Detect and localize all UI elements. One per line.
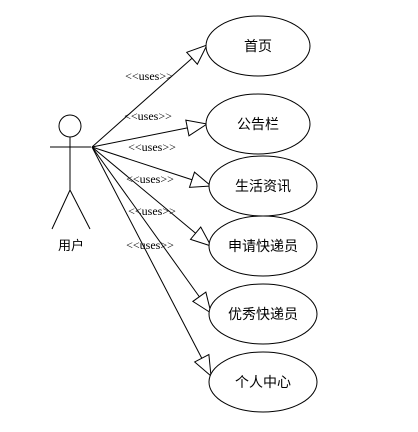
use-case-ellipse — [208, 283, 318, 345]
arrowhead-icon — [185, 44, 209, 66]
arrowhead-icon — [185, 119, 209, 137]
association-line — [91, 146, 200, 298]
actor — [50, 114, 91, 230]
use-case-ellipse — [205, 15, 311, 77]
arrowhead-icon — [191, 291, 212, 315]
stereotype-label: <<uses>> — [126, 238, 174, 252]
use-cases — [205, 15, 318, 413]
use-case-label: 首页 — [244, 39, 272, 55]
actor-name: 用户 — [58, 238, 84, 254]
use-case-labels: 首页 公告栏 生活资讯 申请快递员 优秀快递员 个人中心 — [228, 39, 298, 391]
arrowhead-icon — [193, 353, 212, 378]
stereotype-label: <<uses>> — [125, 69, 173, 83]
use-case-ellipse — [208, 351, 318, 413]
use-case-ellipse — [208, 215, 318, 277]
use-case-label: 优秀快递员 — [228, 307, 298, 323]
use-case-label: 公告栏 — [237, 117, 279, 133]
stereotype-label: <<uses>> — [126, 172, 174, 186]
association-lines — [91, 44, 213, 378]
use-case-ellipse — [205, 93, 311, 155]
association-line — [91, 57, 193, 148]
association-line — [91, 146, 203, 359]
association-line — [91, 127, 188, 148]
association-line — [91, 146, 193, 181]
association-line — [91, 146, 196, 234]
actor-right-leg — [69, 189, 91, 230]
use-case-label: 个人中心 — [235, 375, 291, 391]
stereotype-label: <<uses>> — [124, 109, 172, 123]
arrowhead-icon — [189, 226, 213, 247]
actor-left-leg — [51, 189, 71, 230]
stereotype-label: <<uses>> — [128, 140, 176, 154]
actor-head — [58, 114, 82, 138]
arrowhead-icon — [188, 171, 213, 188]
use-case-label: 生活资讯 — [235, 179, 291, 195]
use-case-label: 申请快递员 — [228, 239, 298, 255]
stereotype-label: <<uses>> — [128, 204, 176, 218]
stereotype-labels: <<uses>> <<uses>> <<uses>> <<uses>> <<us… — [124, 69, 176, 252]
